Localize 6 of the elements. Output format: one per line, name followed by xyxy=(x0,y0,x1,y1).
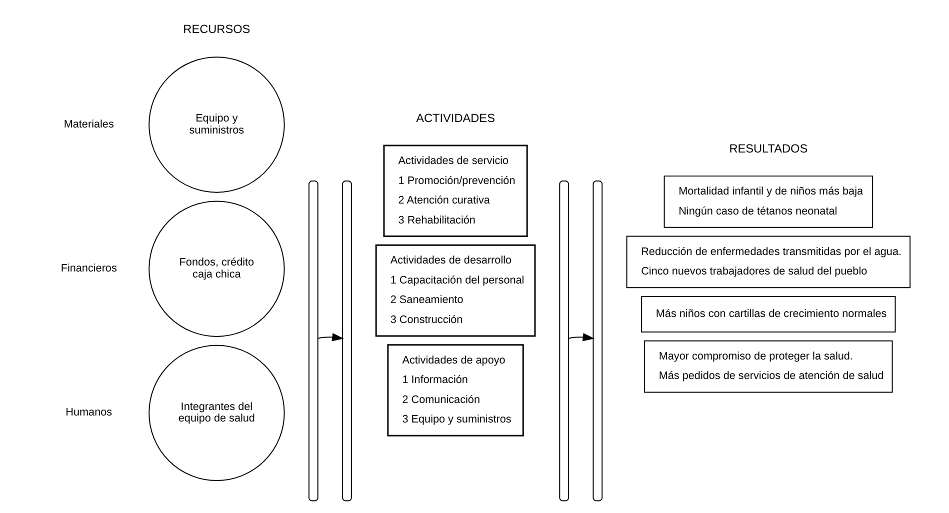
node-label: Financieros xyxy=(60,262,117,275)
label: ACTIVIDADES xyxy=(416,110,495,125)
label: RECURSOS xyxy=(183,22,250,36)
node-label: Materiales xyxy=(64,118,114,130)
label: RESULTADOS xyxy=(729,141,808,156)
node-label: Humanos xyxy=(66,406,112,419)
